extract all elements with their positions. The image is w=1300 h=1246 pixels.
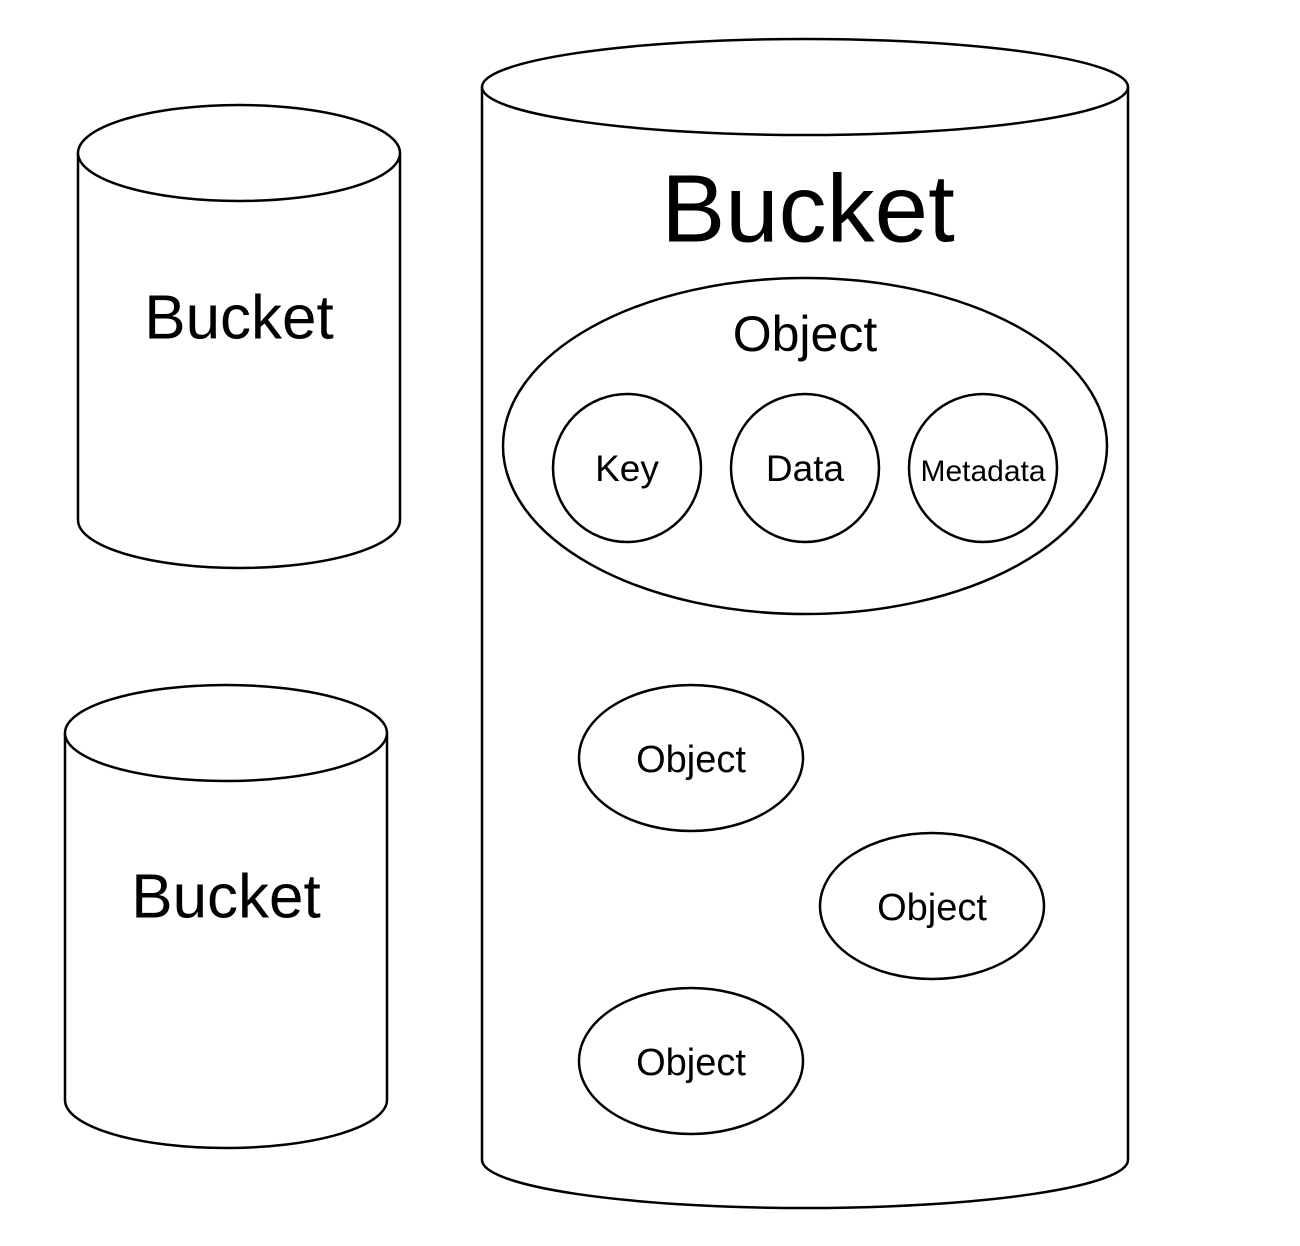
bucket-bottom-left-body	[63, 733, 389, 1150]
bucket-bottom-left: Bucket	[63, 683, 389, 1150]
object-data-circle	[729, 392, 881, 544]
bucket-bottom-left-lid	[63, 683, 389, 783]
object-detailed: Object Key Data Metadata	[501, 276, 1109, 616]
object-2-label: Object	[877, 887, 987, 929]
bucket-main: Bucket Object Key Data Metadata Object O…	[480, 37, 1130, 1210]
object-3-label: Object	[636, 1042, 746, 1084]
object-2: Object	[818, 831, 1046, 981]
object-1: Object	[577, 683, 805, 833]
object-metadata-circle	[907, 392, 1059, 544]
object-3: Object	[577, 986, 805, 1136]
object-key-label: Key	[595, 448, 659, 489]
bucket-top-left: Bucket	[76, 103, 402, 570]
bucket-main-lid	[480, 37, 1130, 137]
object-2-ellipse	[818, 831, 1046, 981]
bucket-top-left-body	[76, 153, 402, 570]
object-metadata-label: Metadata	[920, 455, 1045, 488]
bucket-bottom-left-label: Bucket	[131, 862, 321, 931]
bucket-top-left-label: Bucket	[144, 283, 334, 352]
object-key-circle	[551, 392, 703, 544]
object-3-ellipse	[577, 986, 805, 1136]
object-1-ellipse	[577, 683, 805, 833]
bucket-top-left-lid	[76, 103, 402, 203]
bucket-main-label: Bucket	[661, 155, 954, 262]
object-data-label: Data	[766, 448, 845, 489]
object-1-label: Object	[636, 739, 746, 781]
object-detailed-label: Object	[733, 306, 878, 362]
